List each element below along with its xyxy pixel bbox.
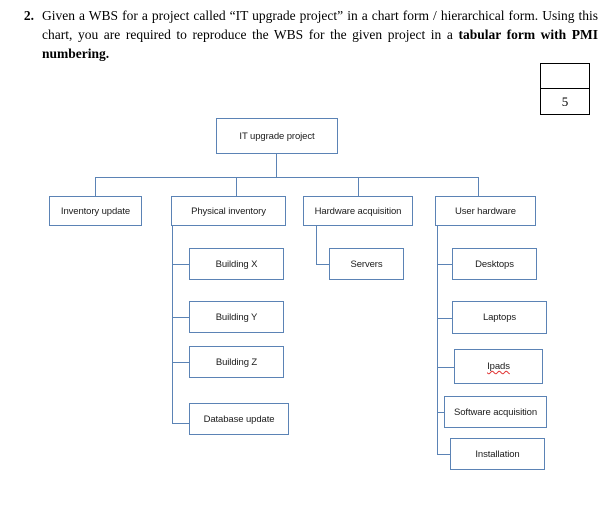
connector-branch-ipads [437, 367, 455, 369]
wbs-node-building-x-label: Building X [215, 258, 258, 270]
connector-branch-desktops [437, 264, 453, 266]
wbs-node-user-hardware: User hardware [435, 196, 536, 226]
wbs-node-inventory-update: Inventory update [49, 196, 142, 226]
wbs-node-root-label: IT upgrade project [239, 130, 315, 142]
wbs-node-software-acquisition-label: Software acquisition [453, 406, 538, 418]
wbs-node-ipads: Ipads [454, 349, 543, 384]
wbs-node-hardware-acquisition: Hardware acquisition [303, 196, 413, 226]
connector-spine-user-hardware [437, 226, 439, 454]
connector-branch-building-z [172, 362, 190, 364]
wbs-node-desktops-label: Desktops [475, 258, 514, 270]
connector-branch-building-y [172, 317, 190, 319]
wbs-node-database-update: Database update [189, 403, 289, 435]
marks-box-top-cell [541, 64, 589, 89]
wbs-node-inventory-update-label: Inventory update [60, 205, 131, 217]
question-text-normal: Given a WBS for a project called “IT upg… [42, 8, 598, 42]
wbs-node-physical-inventory: Physical inventory [171, 196, 286, 226]
marks-box: 5 [540, 63, 590, 115]
connector-stem-hardware-acquisition [358, 177, 360, 196]
wbs-node-laptops: Laptops [452, 301, 547, 334]
question-text-bold: tabular form with PMI numbering. [42, 27, 598, 61]
question-text: Given a WBS for a project called “IT upg… [42, 6, 598, 63]
wbs-node-desktops: Desktops [452, 248, 537, 280]
wbs-node-servers-label: Servers [350, 258, 383, 270]
connector-spine-physical-inventory [172, 226, 174, 423]
connector-branch-building-x [172, 264, 190, 266]
connector-stem-physical-inventory [236, 177, 238, 196]
wbs-node-database-update-label: Database update [203, 413, 275, 425]
wbs-node-building-z: Building Z [189, 346, 284, 378]
question-number: 2. [23, 8, 34, 23]
connector-spine-hardware-acquisition [316, 226, 318, 264]
wbs-node-installation: Installation [450, 438, 545, 470]
connector-branch-database-update [172, 423, 190, 425]
wbs-node-root: IT upgrade project [216, 118, 338, 154]
marks-box-value: 5 [561, 93, 569, 109]
wbs-node-installation-label: Installation [475, 448, 520, 460]
wbs-node-user-hardware-label: User hardware [454, 205, 516, 217]
question-row: 2. Given a WBS for a project called “IT … [0, 6, 612, 63]
wbs-node-physical-inventory-label: Physical inventory [191, 205, 266, 217]
wbs-node-software-acquisition: Software acquisition [444, 396, 547, 428]
wbs-node-laptops-label: Laptops [482, 312, 517, 323]
connector-branch-software-acquisition [437, 412, 445, 414]
wbs-node-building-y: Building Y [189, 301, 284, 333]
wbs-node-building-x: Building X [189, 248, 284, 280]
connector-stem-user-hardware [478, 177, 480, 196]
wbs-node-building-y-label: Building Y [215, 311, 258, 323]
wbs-node-building-z-label: Building Z [215, 356, 258, 368]
connector-branch-servers [316, 264, 330, 266]
connector-stem-inventory-update [95, 177, 97, 196]
connector-branch-laptops [437, 318, 453, 320]
wbs-node-servers: Servers [329, 248, 404, 280]
question-block: 2. Given a WBS for a project called “IT … [0, 6, 612, 63]
connector-root-stem [276, 154, 278, 178]
connector-level2-bus [95, 177, 479, 179]
wbs-node-hardware-acquisition-label: Hardware acquisition [314, 205, 402, 217]
wbs-node-ipads-label: Ipads [487, 361, 510, 372]
connector-branch-installation [437, 454, 451, 456]
